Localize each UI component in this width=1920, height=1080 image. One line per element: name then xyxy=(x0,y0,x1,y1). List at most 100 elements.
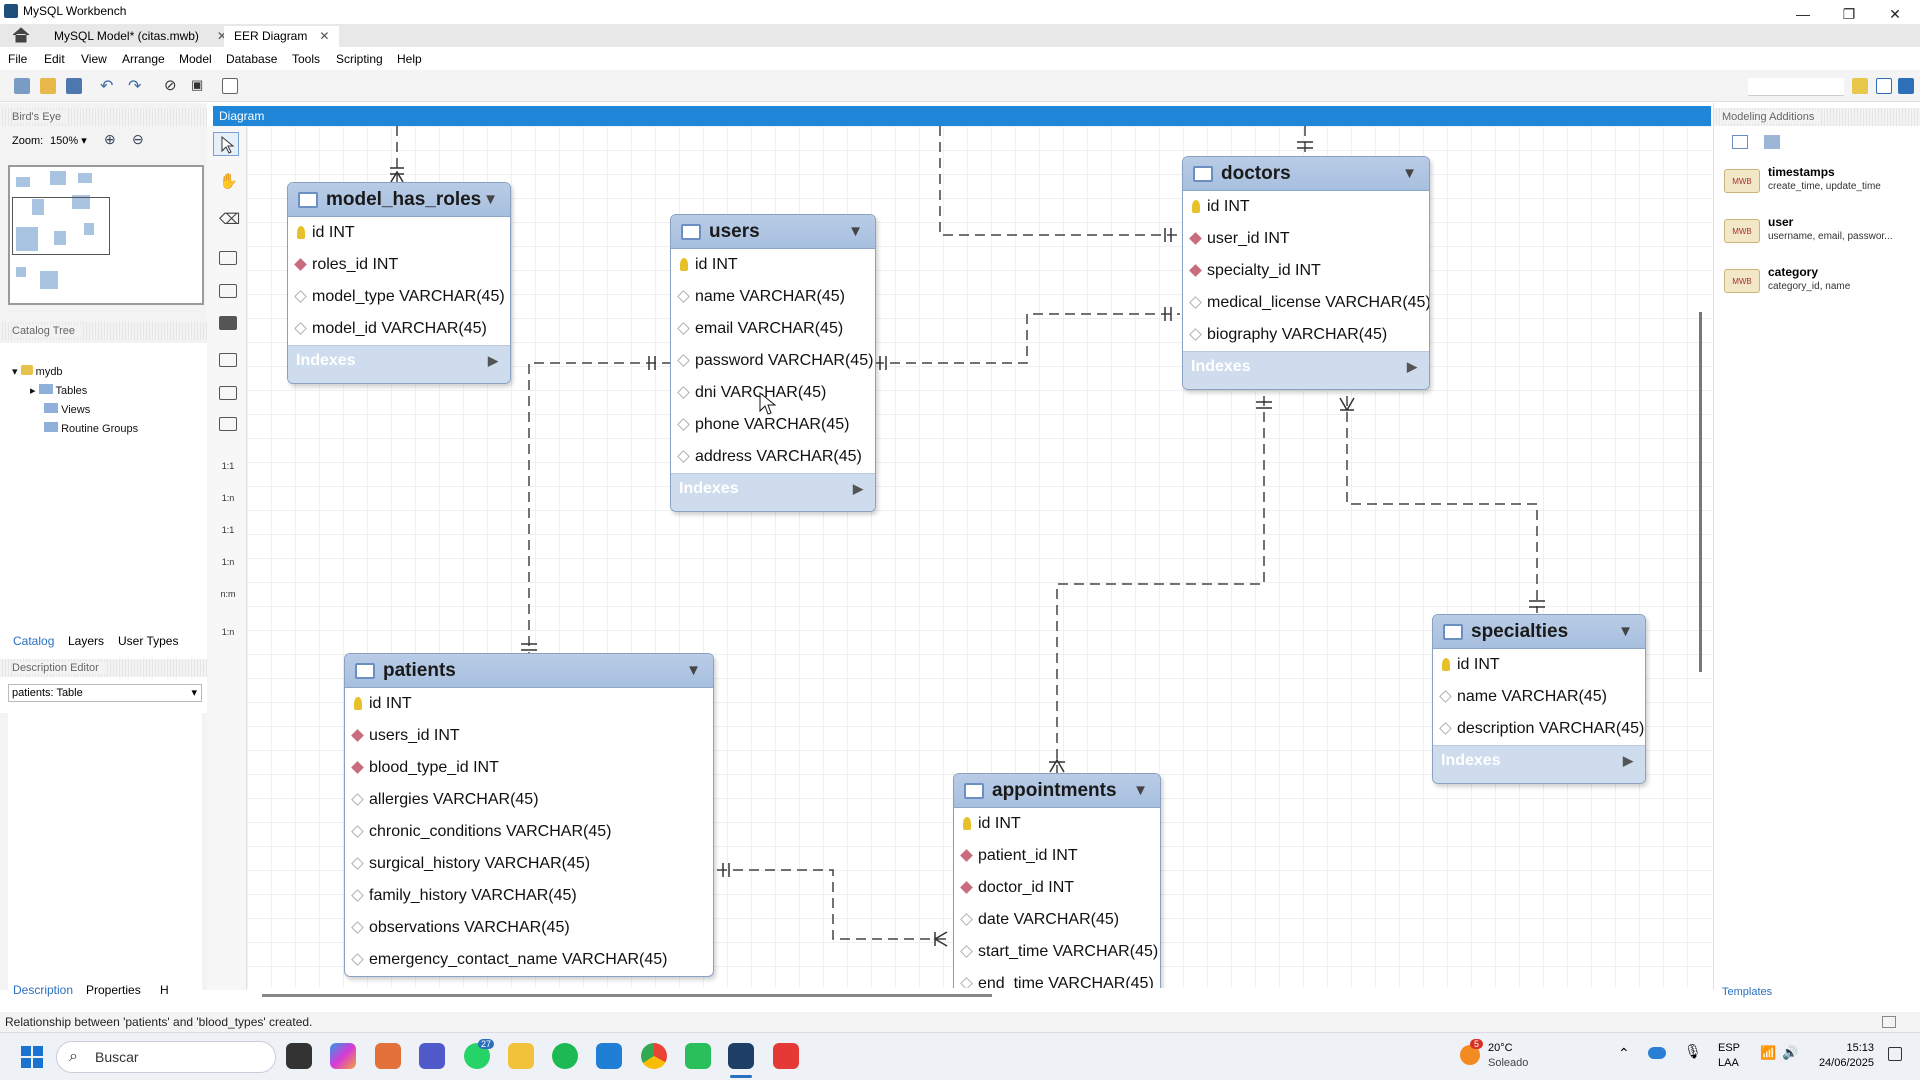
vscode-icon[interactable] xyxy=(596,1043,622,1069)
tab-eer-diagram[interactable]: EER Diagram✕ xyxy=(224,26,340,47)
microphone-icon[interactable]: 🎙 xyxy=(1684,1043,1702,1059)
column-row[interactable]: description VARCHAR(45) xyxy=(1433,713,1645,745)
column-row[interactable]: users_id INT xyxy=(345,720,713,752)
table-header[interactable]: model_has_roles▼ xyxy=(288,183,510,217)
home-icon[interactable] xyxy=(12,27,30,43)
column-row[interactable]: chronic_conditions VARCHAR(45) xyxy=(345,816,713,848)
page-setup-icon[interactable] xyxy=(222,78,238,94)
zoom-select[interactable]: 150% ▾ xyxy=(48,132,96,150)
tab-history[interactable]: H xyxy=(160,983,169,997)
birds-eye-minimap[interactable] xyxy=(8,165,204,305)
clock-time[interactable]: 15:13 xyxy=(1846,1042,1874,1054)
table-users[interactable]: users▼ id INT name VARCHAR(45) email VAR… xyxy=(670,214,876,512)
edit-template-icon[interactable] xyxy=(1764,135,1780,149)
expand-arrow-icon[interactable]: ▶ xyxy=(1407,359,1417,374)
chrome-icon[interactable] xyxy=(641,1043,667,1069)
vertical-scrollbar[interactable] xyxy=(1699,312,1702,672)
tab-model[interactable]: MySQL Model* (citas.mwb)✕ xyxy=(44,26,237,47)
column-row[interactable]: id INT xyxy=(954,808,1160,840)
task-view-icon[interactable] xyxy=(286,1043,312,1069)
zoom-in-icon[interactable]: ⊕ xyxy=(104,131,116,147)
column-row[interactable]: surgical_history VARCHAR(45) xyxy=(345,848,713,880)
table-appointments[interactable]: appointments▼ id INT patient_id INT doct… xyxy=(953,773,1161,988)
column-row[interactable]: model_id VARCHAR(45) xyxy=(288,313,510,345)
relation-line[interactable] xyxy=(874,313,1180,364)
indexes-section[interactable]: Indexes▶ xyxy=(1183,351,1429,381)
column-row[interactable]: roles_id INT xyxy=(288,249,510,281)
description-object-select[interactable]: patients: Table▾ xyxy=(8,684,202,702)
app-icon[interactable] xyxy=(685,1043,711,1069)
column-row[interactable]: allergies VARCHAR(45) xyxy=(345,784,713,816)
collapse-arrow-icon[interactable]: ▼ xyxy=(1133,782,1148,799)
routine-group-tool-icon[interactable] xyxy=(219,417,237,431)
relation-existing-tool[interactable]: 1:n xyxy=(221,627,235,637)
menu-view[interactable]: View xyxy=(81,52,107,66)
menu-edit[interactable]: Edit xyxy=(44,52,65,66)
onedrive-icon[interactable] xyxy=(1648,1047,1666,1059)
status-panel-icon[interactable] xyxy=(1882,1016,1896,1028)
column-row[interactable]: password VARCHAR(45) xyxy=(671,345,875,377)
column-row[interactable]: start_time VARCHAR(45) xyxy=(954,936,1160,968)
app-icon[interactable] xyxy=(375,1043,401,1069)
toggle-panel-icon[interactable] xyxy=(1898,78,1914,94)
column-row[interactable]: medical_license VARCHAR(45) xyxy=(1183,287,1429,319)
save-icon[interactable] xyxy=(66,78,82,94)
expand-arrow-icon[interactable]: ▶ xyxy=(1623,753,1633,768)
column-row[interactable]: date VARCHAR(45) xyxy=(954,904,1160,936)
new-model-icon[interactable] xyxy=(14,78,30,94)
tree-item-mydb[interactable]: ▾ mydb xyxy=(12,365,63,378)
column-row[interactable]: id INT xyxy=(288,217,510,249)
table-doctors[interactable]: doctors▼ id INT user_id INT specialty_id… xyxy=(1182,156,1430,390)
tab-catalog[interactable]: Catalog xyxy=(13,634,55,648)
relation-line[interactable] xyxy=(1056,396,1265,773)
restore-button[interactable]: ❐ xyxy=(1842,6,1856,22)
menu-file[interactable]: File xyxy=(8,52,28,66)
table-specialties[interactable]: specialties▼ id INT name VARCHAR(45) des… xyxy=(1432,614,1646,784)
tab-layers[interactable]: Layers xyxy=(68,634,105,648)
close-icon[interactable]: ✕ xyxy=(319,29,330,43)
weather-icon[interactable] xyxy=(1460,1045,1480,1065)
pointer-tool[interactable] xyxy=(213,132,239,156)
indexes-section[interactable]: Indexes▶ xyxy=(288,345,510,375)
windows-start-icon[interactable] xyxy=(20,1045,44,1069)
layer-tool-icon[interactable] xyxy=(219,251,237,265)
menu-arrange[interactable]: Arrange xyxy=(122,52,165,66)
align-icon[interactable]: ▣ xyxy=(191,77,204,92)
column-row[interactable]: emergency_contact_name VARCHAR(45) xyxy=(345,944,713,976)
column-row[interactable]: email VARCHAR(45) xyxy=(671,313,875,345)
column-row[interactable]: specialty_id INT xyxy=(1183,255,1429,287)
view-tool-icon[interactable] xyxy=(219,386,237,400)
teams-icon[interactable] xyxy=(419,1043,445,1069)
relation-line[interactable] xyxy=(1346,396,1538,613)
file-explorer-icon[interactable] xyxy=(508,1043,534,1069)
redo-icon[interactable]: ↷ xyxy=(128,78,142,95)
relation-line[interactable] xyxy=(939,126,1180,236)
hand-tool-icon[interactable]: ✋ xyxy=(219,173,238,190)
column-row[interactable]: dni VARCHAR(45) xyxy=(671,377,875,409)
column-row[interactable]: id INT xyxy=(345,688,713,720)
chevron-up-icon[interactable]: ⌃ xyxy=(1618,1045,1630,1061)
column-row[interactable]: patient_id INT xyxy=(954,840,1160,872)
indexes-section[interactable]: Indexes▶ xyxy=(671,473,875,503)
relation-n-m-tool[interactable]: n:m xyxy=(220,589,236,599)
column-row[interactable]: observations VARCHAR(45) xyxy=(345,912,713,944)
undo-icon[interactable]: ↶ xyxy=(100,78,114,95)
app-icon[interactable] xyxy=(773,1043,799,1069)
table-header[interactable]: specialties▼ xyxy=(1433,615,1645,649)
volume-icon[interactable]: 🔊 xyxy=(1782,1045,1799,1060)
column-row[interactable]: biography VARCHAR(45) xyxy=(1183,319,1429,351)
zoom-out-icon[interactable]: ⊖ xyxy=(132,131,144,147)
note-tool-icon[interactable] xyxy=(219,284,237,298)
eraser-tool-icon[interactable]: ⌫ xyxy=(219,211,241,228)
tree-item-tables[interactable]: ▸ Tables xyxy=(30,384,87,397)
relation-1-1-tool[interactable]: 1:1 xyxy=(221,461,235,471)
toggle-sidebar-icon[interactable] xyxy=(1876,78,1892,94)
column-row[interactable]: id INT xyxy=(1433,649,1645,681)
table-header[interactable]: users▼ xyxy=(671,215,875,249)
taskbar-search-input[interactable]: ⌕Buscar xyxy=(56,1041,276,1073)
toggle-grid-icon[interactable]: ⊘ xyxy=(164,77,177,94)
table-header[interactable]: appointments▼ xyxy=(954,774,1160,808)
table-header[interactable]: patients▼ xyxy=(345,654,713,688)
